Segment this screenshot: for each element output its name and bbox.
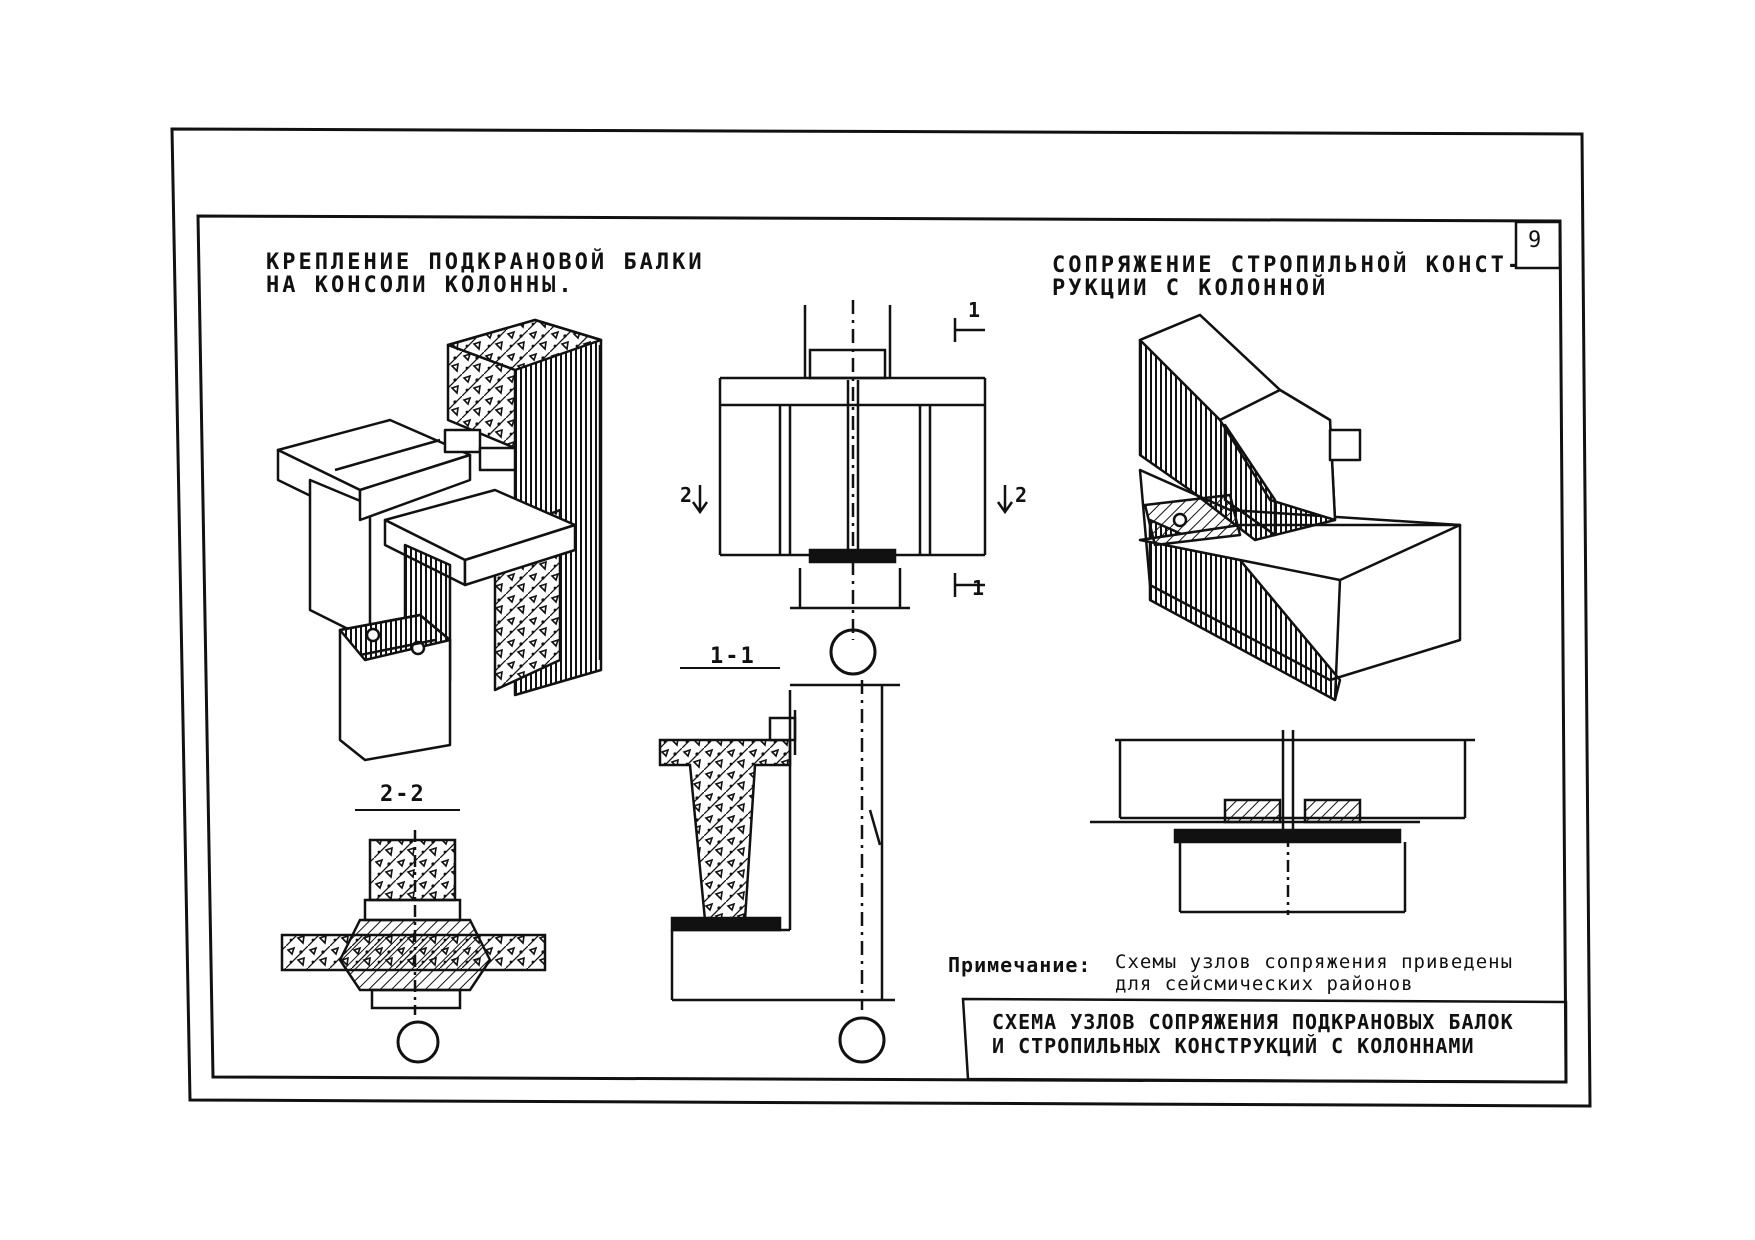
cut-mark-2-left: 2 xyxy=(680,483,695,507)
cut-mark-2-right: 2 xyxy=(1015,483,1030,507)
note-line1: Схемы узлов сопряжения приведены xyxy=(1115,951,1514,973)
section-2-2 xyxy=(280,809,547,1064)
truss-column-isometric xyxy=(1138,313,1462,702)
title-block-frame xyxy=(961,997,1568,1084)
cut-mark-1-top: 1 xyxy=(968,298,983,322)
page-number: 9 xyxy=(1528,228,1544,253)
right-heading-line1: СОПРЯЖЕНИЕ СТРОПИЛЬНОЙ КОНСТ- xyxy=(1052,253,1524,278)
note-label: Примечание: xyxy=(948,953,1092,977)
title-block-line1: СХЕМА УЗЛОВ СОПРЯЖЕНИЯ ПОДКРАНОВЫХ БАЛОК xyxy=(992,1010,1514,1034)
truss-elevation xyxy=(1090,730,1475,915)
note-line2: для сейсмических районов xyxy=(1115,973,1414,995)
page-number-box xyxy=(1514,220,1562,270)
cut-mark-1-bottom: 1 xyxy=(972,576,987,600)
outer-border xyxy=(170,127,1592,1108)
section-1-1 xyxy=(658,667,900,1064)
crane-beam-isometric xyxy=(276,318,603,762)
section-2-2-label: 2-2 xyxy=(380,782,426,807)
plan-view xyxy=(691,300,1014,676)
left-heading-line2: НА КОНСОЛИ КОЛОННЫ. xyxy=(266,273,575,298)
section-1-1-label: 1-1 xyxy=(710,644,756,669)
right-heading-line2: РУКЦИИ С КОЛОННОЙ xyxy=(1052,276,1329,301)
left-heading-line1: КРЕПЛЕНИЕ ПОДКРАНОВОЙ БАЛКИ xyxy=(266,250,705,275)
title-block-line2: И СТРОПИЛЬНЫХ КОНСТРУКЦИЙ С КОЛОННАМИ xyxy=(992,1034,1475,1058)
